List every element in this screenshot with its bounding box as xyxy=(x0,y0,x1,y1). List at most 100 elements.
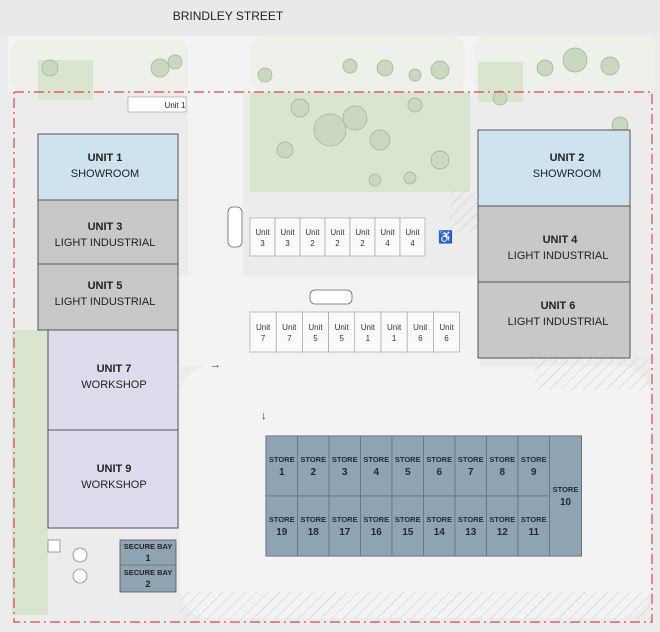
unit5-block xyxy=(37,263,179,331)
store-unit xyxy=(423,435,456,497)
parking-bay xyxy=(399,217,426,257)
parking-bay xyxy=(354,311,382,353)
store-unit xyxy=(328,495,361,557)
unit1-tag: Unit 1 xyxy=(165,101,186,110)
unit4-use: LIGHT INDUSTRIAL xyxy=(508,250,609,262)
street-label: BRINDLEY STREET xyxy=(173,9,284,23)
store-unit xyxy=(423,495,456,557)
store-label: STORE xyxy=(458,515,484,524)
hatched-zone xyxy=(535,358,650,390)
store-unit xyxy=(391,495,424,557)
store-unit xyxy=(486,435,519,497)
unit9-name: UNIT 9 xyxy=(97,463,132,475)
store-number: 8 xyxy=(499,467,505,478)
parking-bay-num: 7 xyxy=(287,334,292,343)
parking-bay-unit: Unit xyxy=(305,228,320,237)
unit1-block xyxy=(37,133,179,201)
store-unit xyxy=(360,495,393,557)
store-unit xyxy=(486,495,519,557)
hatched-zone-north xyxy=(450,190,478,232)
parking-bay-num: 1 xyxy=(392,334,397,343)
secure-bay-1-label: SECURE BAY xyxy=(124,542,173,551)
parking-bay-num: 6 xyxy=(444,334,449,343)
parking-bay-num: 4 xyxy=(410,239,415,248)
store-number: 15 xyxy=(402,527,414,538)
site-boundary xyxy=(13,91,653,623)
parking-bay-num: 2 xyxy=(335,239,340,248)
parking-bay-unit: Unit xyxy=(439,323,454,332)
store-number: 16 xyxy=(371,527,383,538)
store-label: STORE xyxy=(426,515,452,524)
unit3-use: LIGHT INDUSTRIAL xyxy=(55,237,156,249)
store-number: 6 xyxy=(436,467,442,478)
parking-bay-unit: Unit xyxy=(405,228,420,237)
store-label: STORE xyxy=(363,515,389,524)
unit1-name: UNIT 1 xyxy=(88,152,123,164)
left-buildings xyxy=(37,133,179,529)
store-unit xyxy=(297,435,330,497)
store-unit xyxy=(265,495,298,557)
store-label: STORE xyxy=(395,515,421,524)
parking-bay-unit: Unit xyxy=(380,228,395,237)
store-label: STORE xyxy=(332,455,358,464)
store-number: 5 xyxy=(405,467,411,478)
parking-bay-unit: Unit xyxy=(255,228,270,237)
parking-bay xyxy=(274,217,301,257)
secure-bay-block xyxy=(119,539,177,593)
unit2-block xyxy=(477,129,631,207)
parking-bay-unit: Unit xyxy=(361,323,376,332)
parking-bay xyxy=(406,311,434,353)
store-number: 2 xyxy=(310,467,316,478)
parking-bay-unit: Unit xyxy=(280,228,295,237)
parking-bay-unit: Unit xyxy=(335,323,350,332)
store-unit xyxy=(517,435,550,497)
parking-bay-unit: Unit xyxy=(330,228,345,237)
unit-labels: UNIT 1 SHOWROOM UNIT 2 SHOWROOM UNIT 3 L… xyxy=(55,152,609,491)
store-number: 18 xyxy=(308,527,320,538)
store-unit xyxy=(265,435,298,497)
store-label: STORE xyxy=(300,455,326,464)
parking-bay-num: 4 xyxy=(385,239,390,248)
store-number: 4 xyxy=(373,467,379,478)
unit7-use: WORKSHOP xyxy=(81,379,146,391)
store-unit xyxy=(454,495,487,557)
parking-bay xyxy=(299,217,326,257)
parking-bay-unit: Unit xyxy=(256,323,271,332)
store-label: STORE xyxy=(553,485,579,494)
store-label: STORE xyxy=(489,455,515,464)
bin-icons xyxy=(47,539,88,584)
store-label: STORE xyxy=(395,455,421,464)
store-label: STORE xyxy=(458,455,484,464)
store-number: 11 xyxy=(528,527,539,538)
unit7-name: UNIT 7 xyxy=(97,363,132,375)
parking-bay-num: 2 xyxy=(310,239,315,248)
unit1-use: SHOWROOM xyxy=(71,168,139,180)
store-unit xyxy=(360,435,393,497)
parking-bay-unit: Unit xyxy=(282,323,297,332)
arrow-right-icon: → xyxy=(210,359,221,371)
store-number: 9 xyxy=(531,467,537,478)
unit4-block xyxy=(477,205,631,283)
verge-centre xyxy=(250,36,465,92)
unit2-use: SHOWROOM xyxy=(533,168,601,180)
parking-bay xyxy=(249,311,277,353)
store-label: STORE xyxy=(521,455,547,464)
parking-bay-num: 3 xyxy=(260,239,265,248)
parking-bay-num: 2 xyxy=(360,239,365,248)
parking-bay xyxy=(302,311,329,353)
unit9-use: WORKSHOP xyxy=(81,479,146,491)
store-number: 17 xyxy=(339,527,351,538)
unit5-use: LIGHT INDUSTRIAL xyxy=(55,296,156,308)
store-unit xyxy=(391,435,424,497)
parking-bay-num: 5 xyxy=(313,334,318,343)
secure-bay-2-label: SECURE BAY xyxy=(124,568,173,577)
store-unit xyxy=(549,435,582,557)
hatched-zone-south xyxy=(180,592,652,620)
car-icon xyxy=(309,289,353,305)
store-label: STORE xyxy=(300,515,326,524)
store-label: STORE xyxy=(269,515,295,524)
store-label: STORE xyxy=(489,515,515,524)
unit6-use: LIGHT INDUSTRIAL xyxy=(508,316,609,328)
parking-bay xyxy=(380,311,408,353)
